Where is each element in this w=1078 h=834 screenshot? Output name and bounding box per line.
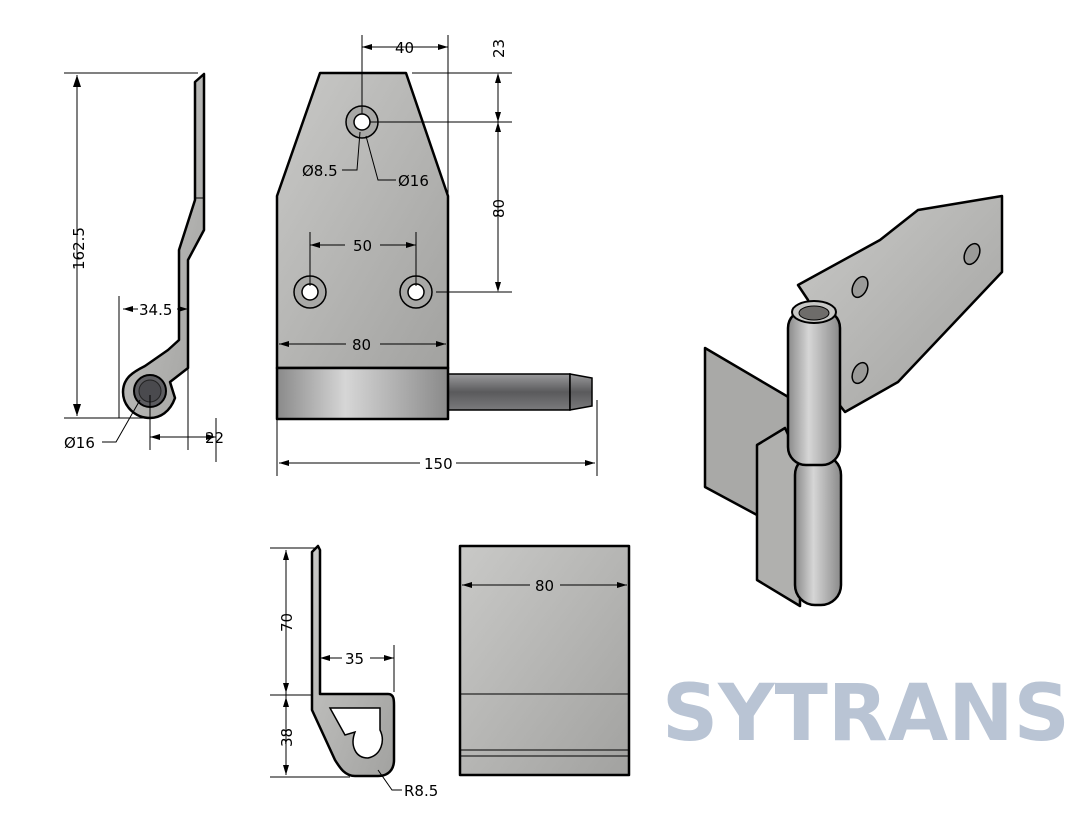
dim-lower-height: 38 — [278, 728, 296, 747]
dim-width: 80 — [352, 336, 371, 354]
dim-overall-length: 150 — [424, 455, 453, 473]
mounting-hole — [293, 275, 327, 309]
dim-top-hole-offset: 40 — [395, 39, 414, 57]
watermark-logo: SYTRANS — [662, 669, 1070, 759]
dim-side-offset: 34.5 — [139, 301, 172, 319]
dim-horizontal-spacing: 50 — [353, 237, 372, 255]
mounting-hole — [399, 275, 433, 309]
dim-depth: 35 — [345, 650, 364, 668]
bottom-side-view: 70 38 35 R8.5 — [270, 544, 438, 800]
dim-vertical-spacing: 80 — [490, 199, 508, 218]
dim-side-height: 162.5 — [70, 227, 88, 270]
dim-hole-diameter: Ø8.5 — [302, 162, 338, 180]
dim-radius: R8.5 — [404, 782, 438, 800]
dim-pin-diameter: Ø16 — [64, 434, 95, 452]
mounting-hole — [345, 105, 379, 139]
dim-bottom-width: 80 — [535, 577, 554, 595]
dim-pin-offset: 22 — [205, 429, 224, 447]
dim-top-margin: 23 — [490, 39, 508, 58]
isometric-view — [703, 194, 1004, 608]
dim-upper-height: 70 — [278, 613, 296, 632]
bottom-front-view: 80 — [458, 544, 631, 777]
front-view: 40 23 80 Ø8.5 Ø16 50 80 150 — [275, 35, 598, 476]
dim-countersink-diameter: Ø16 — [398, 172, 429, 190]
side-view: 162.5 34.5 22 Ø16 — [64, 72, 224, 462]
